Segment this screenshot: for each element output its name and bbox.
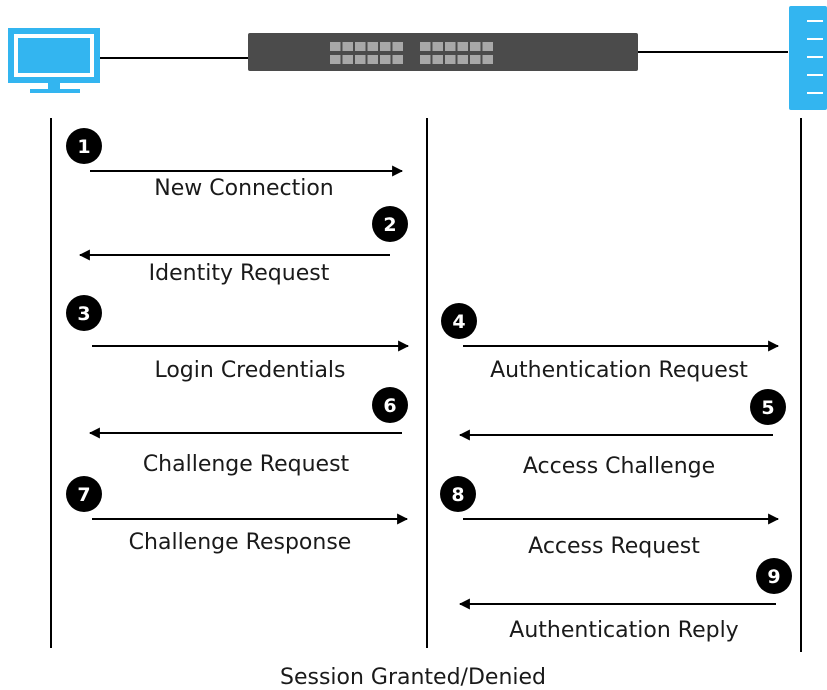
step-9: 9 Authentication Reply [458,558,792,643]
switch-port [380,55,391,64]
step-6: 6 Challenge Request [88,387,408,477]
switch-port [355,55,366,64]
switch-icon [248,33,638,71]
step-7: 7 Challenge Response [66,476,409,555]
switch-port [470,42,481,51]
step-number: 7 [77,484,90,506]
step-number: 9 [767,566,780,588]
switch-ports [330,42,493,64]
switch-port [482,42,493,51]
step-number: 5 [761,397,774,419]
step-label: Challenge Response [129,530,352,555]
switch-port [457,55,468,64]
switch-port [330,42,341,51]
step-1: 1 New Connection [66,128,404,201]
switch-port [432,42,443,51]
switch-port [445,55,456,64]
switch-port [392,55,403,64]
switch-port [342,55,353,64]
switch-port [432,55,443,64]
switch-port [342,42,353,51]
step-number: 3 [77,303,90,325]
switch-port [367,42,378,51]
step-label: Access Request [528,534,700,559]
switch-port [392,42,403,51]
switch-port [420,42,431,51]
switch-port [420,55,431,64]
switch-port [367,55,378,64]
switch-port [470,55,481,64]
session-status-text: Session Granted/Denied [280,665,546,690]
step-label: Authentication Reply [509,618,738,643]
server-icon [789,6,827,110]
switch-port [445,42,456,51]
switch-port [330,55,341,64]
monitor-icon [8,28,100,93]
step-number: 8 [451,484,464,506]
step-2: 2 Identity Request [78,206,408,286]
step-number: 6 [383,395,396,417]
step-label: Login Credentials [154,358,345,383]
switch-port [355,42,366,51]
step-label: New Connection [154,176,333,201]
step-label: Identity Request [149,261,330,286]
step-label: Access Challenge [523,454,715,479]
step-number: 2 [383,214,396,236]
step-5: 5 Access Challenge [458,389,786,479]
step-8: 8 Access Request [440,476,780,559]
step-4: 4 Authentication Request [441,303,780,383]
step-number: 4 [452,311,465,333]
step-3: 3 Login Credentials [66,295,410,383]
switch-port [380,42,391,51]
step-label: Authentication Request [490,358,748,383]
step-label: Challenge Request [143,452,350,477]
switch-port [457,42,468,51]
step-number: 1 [77,136,90,158]
switch-port [482,55,493,64]
